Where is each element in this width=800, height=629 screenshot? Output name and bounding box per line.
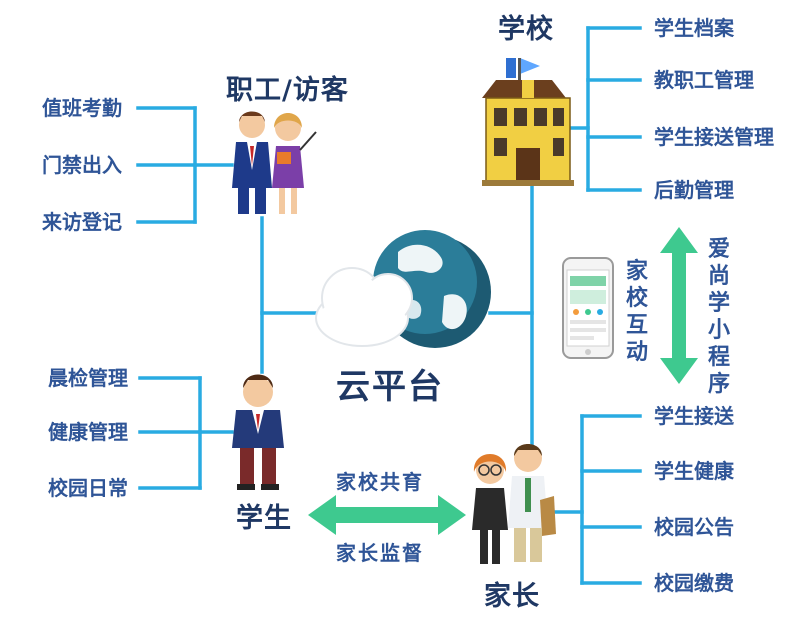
cloud-platform-title: 云平台 <box>336 367 444 407</box>
student-item-3: 校园日常 <box>48 476 128 500</box>
cloud-globe-icon <box>315 230 491 348</box>
student-title: 学生 <box>236 503 292 534</box>
school-item-1: 学生档案 <box>654 16 734 40</box>
staff-title: 职工/访客 <box>226 75 349 106</box>
parent-item-3: 校园公告 <box>654 515 734 539</box>
home-school-coeducation-label: 家校共育 <box>336 470 424 494</box>
double-arrow-vertical <box>660 227 698 384</box>
mini-program-name-label: 爱尚学小程序 <box>707 237 730 397</box>
parent-item-1: 学生接送 <box>654 404 734 428</box>
staff-item-3: 来访登记 <box>42 210 122 234</box>
school-title: 学校 <box>498 14 554 45</box>
parent-item-4: 校园缴费 <box>654 571 734 595</box>
double-arrow-horizontal <box>308 495 466 535</box>
school-item-3: 学生接送管理 <box>654 125 774 149</box>
parents-icon <box>472 444 556 564</box>
school-building-icon <box>482 58 574 186</box>
school-item-2: 教职工管理 <box>654 68 754 92</box>
parent-supervision-label: 家长监督 <box>336 541 424 565</box>
parent-title: 家长 <box>484 581 540 612</box>
student-item-1: 晨检管理 <box>48 366 128 390</box>
student-icon <box>232 374 284 490</box>
phone-icon <box>562 257 614 359</box>
parent-item-2: 学生健康 <box>654 459 734 483</box>
staff-visitor-icon <box>232 111 317 214</box>
staff-item-2: 门禁出入 <box>42 153 122 177</box>
home-school-interaction-label: 家校互动 <box>625 259 648 365</box>
staff-item-1: 值班考勤 <box>42 96 122 120</box>
student-item-2: 健康管理 <box>48 420 128 444</box>
school-item-4: 后勤管理 <box>654 178 734 202</box>
